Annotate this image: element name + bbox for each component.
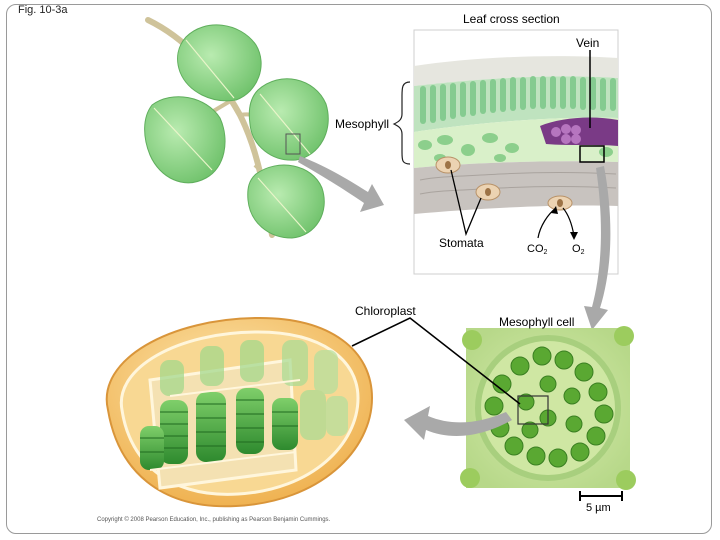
cell-zoom-box [517,395,549,425]
zoom-arrow-cell [404,406,512,440]
mesophyll-label: Mesophyll [335,117,390,131]
mesophyll-brace [392,81,411,165]
zoom-arrow-section [584,166,611,330]
scale-bar [579,491,623,501]
o2-label: O2 [572,243,585,257]
vein-label: Vein [576,36,600,50]
scale-bar-label: 5 µm [586,502,611,514]
leaf-zoom-box [285,133,301,155]
grana-stacks [140,340,348,471]
chloroplast-illustration [105,316,374,508]
stomata-label: Stomata [439,236,484,250]
co2-label: CO2 [527,243,548,257]
cross-section-panel [413,29,619,275]
section-zoom-box [579,145,605,163]
slide-frame [6,4,712,534]
zoom-arrow-leaf [298,156,384,212]
diagram-title: Leaf cross section [463,12,560,26]
chloroplast-leader [351,317,521,405]
stomata-leaders [450,169,482,237]
chloroplast-label: Chloroplast [355,304,416,318]
leaf-branch [144,17,329,239]
stomata-openings [435,156,573,211]
mesophyll-cell-label: Mesophyll cell [499,315,575,329]
copyright-notice: Copyright © 2008 Pearson Education, Inc.… [97,517,331,523]
vein-bundle [540,117,618,146]
figure-label: Fig. 10-3a [18,4,68,16]
